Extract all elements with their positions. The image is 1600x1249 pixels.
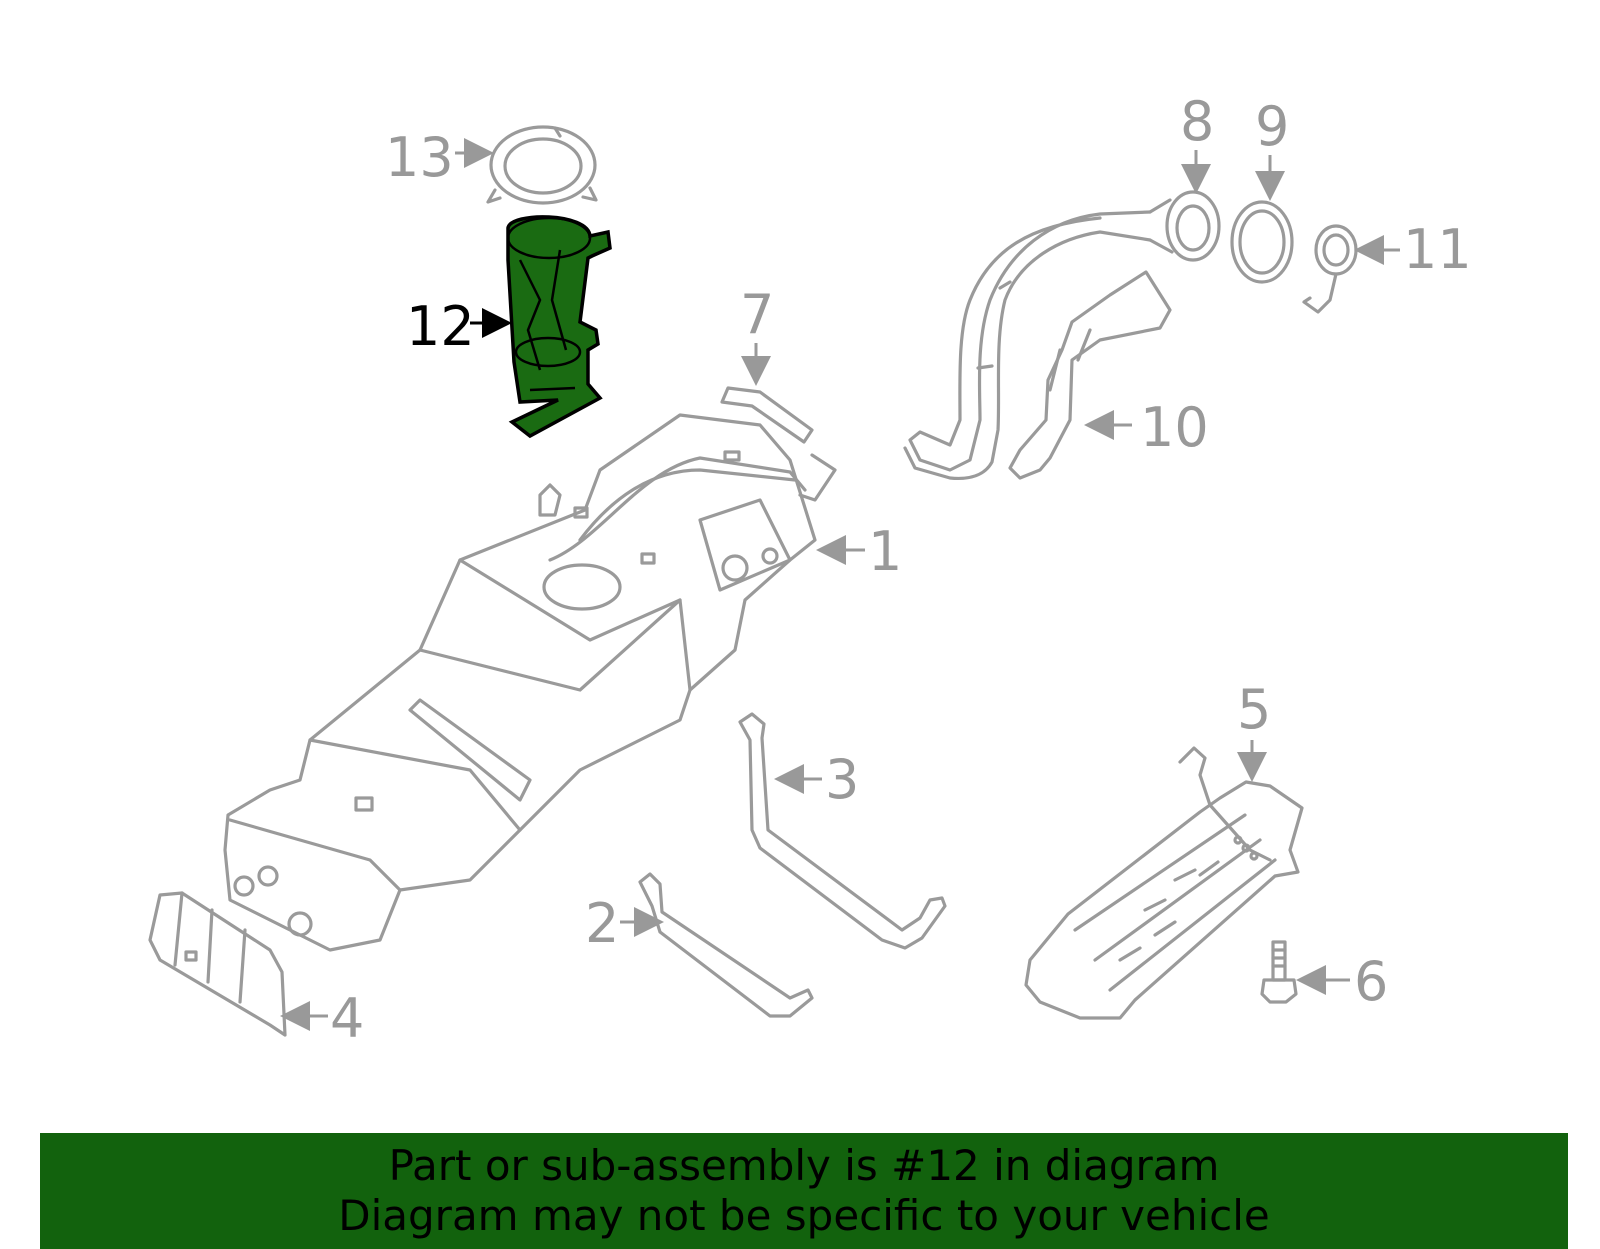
callout-12[interactable]: 12 (406, 295, 512, 358)
banner-line-disclaimer: Diagram may not be specific to your vehi… (338, 1191, 1270, 1240)
svg-text:7: 7 (740, 283, 774, 346)
part-1-fuel-tank[interactable] (223, 413, 837, 952)
banner-line-part: Part or sub-assembly is #12 in diagram (388, 1141, 1220, 1190)
svg-text:11: 11 (1403, 218, 1472, 281)
callout-6[interactable]: 6 (1296, 950, 1388, 1013)
part-8-filler-neck-housing[interactable] (1148, 190, 1221, 262)
svg-text:12: 12 (406, 295, 475, 358)
part-2-strap[interactable] (638, 872, 814, 1018)
callout-9[interactable]: 9 (1255, 95, 1289, 201)
callout-5[interactable]: 5 (1237, 678, 1271, 782)
callout-2[interactable]: 2 (585, 892, 664, 955)
callout-13[interactable]: 13 (385, 126, 494, 189)
svg-text:10: 10 (1140, 396, 1209, 459)
callout-3[interactable]: 3 (774, 748, 859, 811)
info-banner: Part or sub-assembly is #12 in diagram D… (40, 1133, 1568, 1249)
callout-7[interactable]: 7 (740, 283, 774, 386)
callout-11[interactable]: 11 (1354, 218, 1472, 281)
part-12-fuel-pump-module[interactable] (506, 215, 612, 439)
callout-8[interactable]: 8 (1180, 90, 1214, 194)
svg-text:9: 9 (1255, 95, 1289, 158)
svg-text:5: 5 (1237, 678, 1271, 741)
svg-text:1: 1 (868, 520, 902, 583)
part-6-bolt[interactable] (1260, 940, 1298, 1004)
svg-text:3: 3 (825, 748, 859, 811)
part-5-skid-plate[interactable] (1024, 746, 1304, 1020)
part-9-seal[interactable] (1230, 200, 1294, 284)
svg-text:13: 13 (385, 126, 454, 189)
svg-text:4: 4 (330, 987, 364, 1050)
part-7-hose[interactable] (720, 386, 814, 444)
part-11-fuel-cap[interactable] (1302, 224, 1358, 314)
callout-10[interactable]: 10 (1084, 396, 1209, 459)
part-4-shield[interactable] (148, 891, 287, 1037)
callouts: 1 2 3 4 5 6 7 8 (280, 90, 1472, 1050)
filler-pipe[interactable] (903, 210, 1152, 481)
callout-1[interactable]: 1 (816, 520, 902, 583)
part-13-lock-ring[interactable] (486, 125, 598, 205)
part-3-strap[interactable] (738, 712, 947, 950)
svg-text:8: 8 (1180, 90, 1214, 153)
callout-4[interactable]: 4 (280, 987, 364, 1050)
svg-text:2: 2 (585, 892, 619, 955)
part-10-filler-shield[interactable] (1008, 270, 1172, 480)
svg-text:6: 6 (1354, 950, 1388, 1013)
